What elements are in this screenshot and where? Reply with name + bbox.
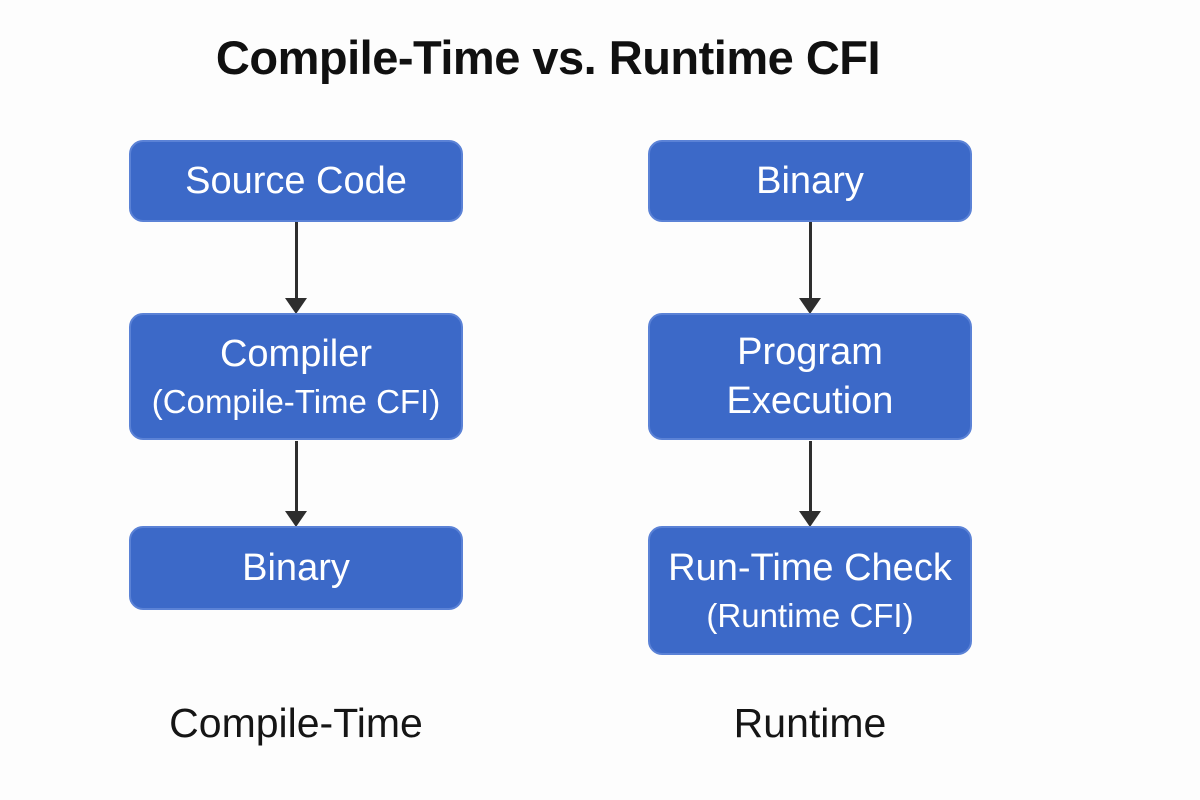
node-program-execution: Program Execution	[648, 313, 972, 440]
node-binary-output: Binary	[129, 526, 463, 610]
arrow-shaft	[294, 441, 298, 514]
node-label: Binary	[756, 159, 864, 202]
diagram-title: Compile-Time vs. Runtime CFI	[215, 31, 881, 84]
node-sublabel: (Compile-Time CFI)	[151, 382, 441, 420]
flow-arrow-execution-to-check	[798, 441, 822, 527]
node-compiler: Compiler (Compile-Time CFI)	[129, 313, 463, 440]
column-label-compile-time: Compile-Time	[169, 700, 423, 746]
arrow-head-icon	[799, 298, 821, 314]
flow-arrow-binary-to-execution	[798, 222, 822, 314]
arrow-shaft	[808, 441, 812, 514]
arrow-shaft	[294, 222, 298, 301]
node-label: Program	[737, 330, 883, 373]
arrow-head-icon	[285, 298, 307, 314]
node-sublabel: (Runtime CFI)	[706, 596, 914, 634]
node-label: Compiler	[219, 332, 373, 375]
arrow-head-icon	[285, 511, 307, 527]
node-label: Binary	[242, 546, 350, 589]
node-source-code: Source Code	[129, 140, 463, 222]
node-runtime-check: Run-Time Check (Runtime CFI)	[648, 526, 972, 655]
arrow-shaft	[808, 222, 812, 301]
node-binary-input: Binary	[648, 140, 972, 222]
node-label: Execution	[726, 379, 894, 422]
node-label: Source Code	[185, 159, 407, 202]
flow-arrow-compiler-to-binary	[284, 441, 308, 527]
flow-arrow-source-to-compiler	[284, 222, 308, 314]
arrow-head-icon	[799, 511, 821, 527]
column-label-runtime: Runtime	[733, 700, 887, 746]
node-label: Run-Time Check	[668, 546, 952, 589]
